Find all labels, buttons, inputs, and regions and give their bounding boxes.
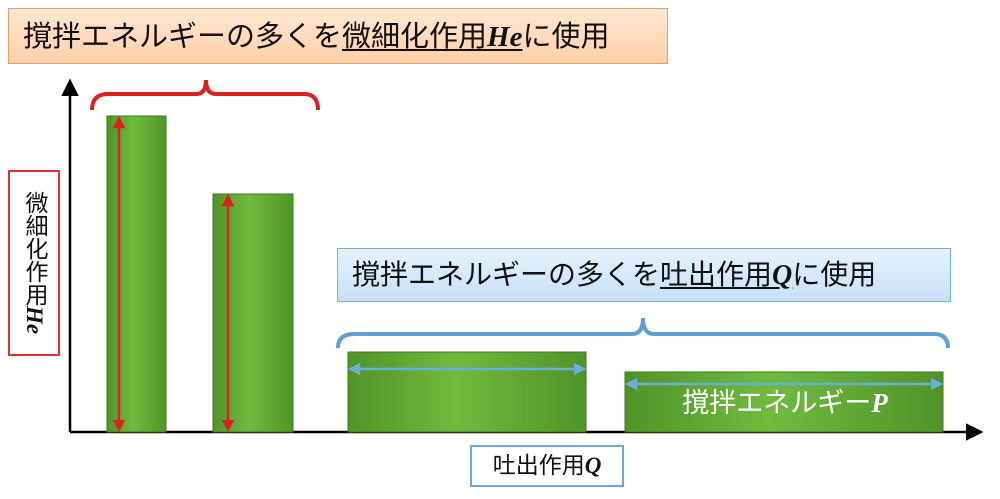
callout-discharge: 撹拌エネルギーの多くを吐出作用Qに使用 [337,248,951,302]
callout-top-underlined: 微細化作用He [342,19,522,53]
energy-label-symbol: P [871,388,888,418]
callout-mid-suffix: に使用 [792,258,877,291]
y-axis-label: 微細化作用 [21,191,47,307]
callout-mid-underlined-text: 吐出作用 [660,258,773,291]
bar-tall-1 [106,115,167,433]
callout-top-suffix: に使用 [522,19,610,53]
energy-label-text: 撹拌エネルギー [682,388,872,419]
mid-brace [336,317,950,349]
callout-top-underlined-text: 微細化作用 [342,19,488,53]
top-brace [90,79,320,111]
x-axis-label: 吐出作用 [492,453,585,479]
callout-top-symbol: He [487,21,523,53]
y-axis-label-box: 微細化作用He [8,170,60,356]
x-axis-symbol: Q [584,453,602,478]
callout-mid-underlined: 吐出作用Q [660,258,792,291]
bar-tall-2 [212,193,294,433]
callout-mid-text: 撹拌エネルギーの多くを [352,258,661,291]
stirring-energy-label: 撹拌エネルギーP [628,373,942,431]
callout-mid-symbol: Q [772,260,793,291]
bar-wide-1 [347,351,587,433]
callout-top-text: 撹拌エネルギーの多くを [23,19,343,53]
x-axis-label-box: 吐出作用Q [470,445,624,487]
callout-micronization: 撹拌エネルギーの多くを微細化作用Heに使用 [8,8,668,64]
y-axis-symbol: He [22,306,47,335]
